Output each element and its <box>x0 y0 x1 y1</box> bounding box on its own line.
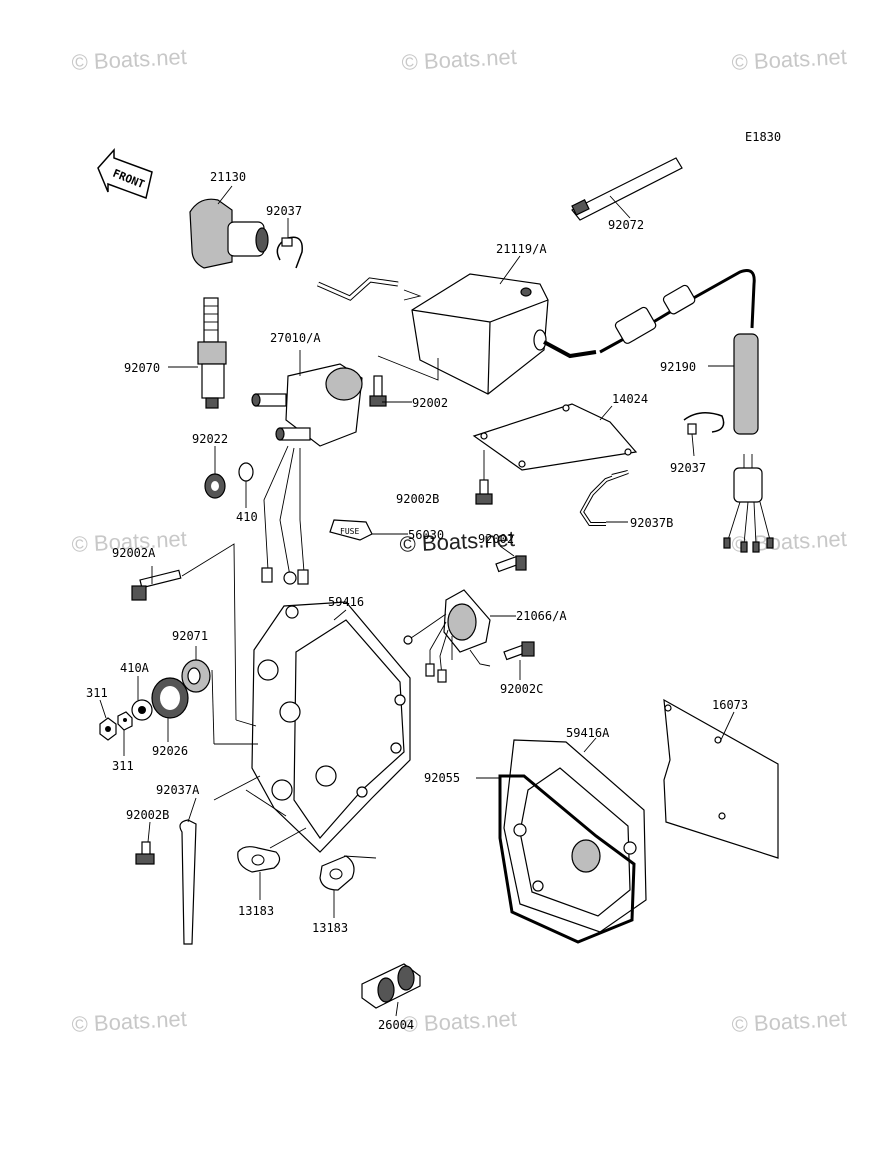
label-26004: 26004 <box>378 1018 414 1032</box>
label-92002b-bottom: 92002B <box>126 808 169 822</box>
label-92002c: 92002C <box>500 682 543 696</box>
watermark: © Boats.net <box>71 44 187 75</box>
cover-part <box>476 737 647 944</box>
watermark: © Boats.net <box>731 1006 847 1037</box>
connector-part <box>723 454 774 553</box>
label-410a: 410A <box>120 661 150 675</box>
label-92037-right: 92037 <box>670 461 706 475</box>
label-59416: 59416 <box>328 595 364 609</box>
label-92190: 92190 <box>660 360 696 374</box>
washer-part <box>204 446 254 508</box>
label-13183-right: 13183 <box>312 921 348 935</box>
bolt-mid-part <box>495 545 527 573</box>
bolt-a-part <box>131 543 237 721</box>
label-92072: 92072 <box>608 218 644 232</box>
spark-plug-part <box>168 297 227 409</box>
spark-plug-cap-part <box>189 185 269 269</box>
plate-part <box>472 403 638 471</box>
label-92037: 92037 <box>266 204 302 218</box>
ignition-coil-part <box>251 350 363 585</box>
bracket-part <box>579 470 629 526</box>
label-92037b: 92037B <box>630 516 673 530</box>
label-92070: 92070 <box>124 361 160 375</box>
front-arrow-icon: FRONT <box>97 148 153 199</box>
nut-part <box>99 699 133 756</box>
watermark: © Boats.net <box>71 526 187 557</box>
watermark: © Boats.net <box>401 1006 517 1037</box>
collar-part <box>131 676 189 742</box>
cable-tie-part <box>179 775 287 945</box>
diagram-code: E1830 <box>745 130 781 144</box>
bracket-13183-left <box>237 827 307 900</box>
clip-part <box>276 218 303 269</box>
label-311-bottom: 311 <box>112 759 134 773</box>
clip-right-part <box>683 412 725 457</box>
bolt-b-bottom-part <box>135 821 155 865</box>
label-59416a: 59416A <box>566 726 610 740</box>
label-92055: 92055 <box>424 771 460 785</box>
label-16073: 16073 <box>712 698 748 712</box>
joint-connector-part <box>361 963 421 1017</box>
watermark: © Boats.net <box>71 1006 187 1037</box>
label-92037a: 92037A <box>156 783 200 797</box>
fuse-label-part: FUSE <box>329 519 408 541</box>
watermark: © Boats.net <box>399 526 515 557</box>
label-92002a: 92002A <box>112 546 156 560</box>
label-92022: 92022 <box>192 432 228 446</box>
bracket-13183-right <box>319 855 377 918</box>
label-92002-mid: 92002 <box>478 532 514 546</box>
electric-case-part <box>214 601 411 853</box>
fuse-text: FUSE <box>340 527 359 536</box>
watermark: © Boats.net <box>401 44 517 75</box>
label-56030: 56030 <box>408 528 444 542</box>
cdi-unit-part <box>316 255 597 395</box>
label-21066a: 21066/A <box>516 609 567 623</box>
label-13183-left: 13183 <box>238 904 274 918</box>
label-311-top: 311 <box>86 686 108 700</box>
watermark: © Boats.net <box>731 44 847 75</box>
bolt-b-part <box>475 450 493 505</box>
bolt-part <box>369 355 439 407</box>
label-27010a: 27010/A <box>270 331 321 345</box>
harness-part <box>599 269 759 435</box>
label-21130: 21130 <box>210 170 246 184</box>
label-92002: 92002 <box>412 396 448 410</box>
label-92026: 92026 <box>152 744 188 758</box>
grommet-part <box>181 646 215 745</box>
watermarks: © Boats.net © Boats.net © Boats.net © Bo… <box>71 44 847 1037</box>
label-14024: 14024 <box>612 392 648 406</box>
watermark: © Boats.net <box>731 526 847 557</box>
label-92071: 92071 <box>172 629 208 643</box>
bolt-c-part <box>503 641 535 680</box>
label-21119a: 21119/A <box>496 242 547 256</box>
regulator-part <box>403 589 516 683</box>
label-410: 410 <box>236 510 258 524</box>
sheet-gasket-part <box>663 698 779 859</box>
clamp-band-part <box>571 157 683 221</box>
label-92002b-top: 92002B <box>396 492 439 506</box>
